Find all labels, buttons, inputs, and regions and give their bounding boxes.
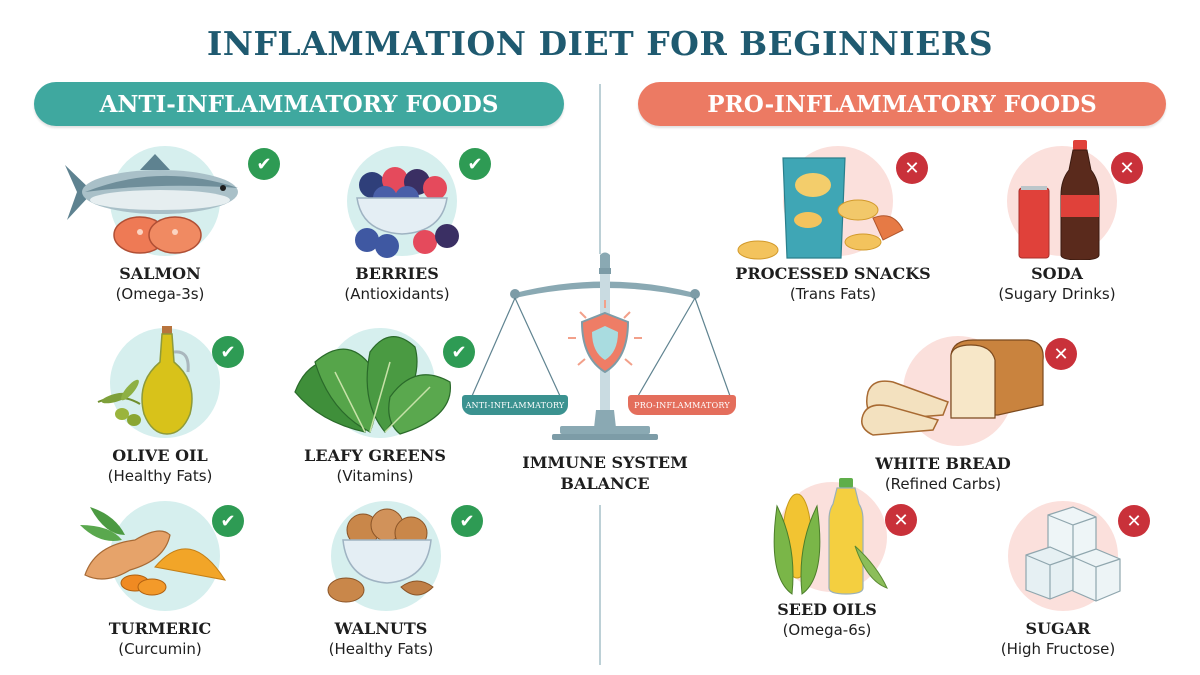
- food-item-olive-oil: ✔ OLIVE OIL (Healthy Fats): [55, 322, 265, 485]
- food-benefit: (Antioxidants): [344, 285, 450, 303]
- food-name: BERRIES: [355, 264, 439, 283]
- food-name: SEED OILS: [777, 600, 877, 619]
- food-name: SUGAR: [1025, 619, 1091, 638]
- check-icon: ✔: [212, 505, 244, 537]
- food-benefit: (Omega-6s): [782, 621, 872, 639]
- food-benefit: (Curcumin): [118, 640, 202, 658]
- food-item-soda: ✕ SODA (Sugary Drinks): [952, 140, 1162, 303]
- food-name: PROCESSED SNACKS: [735, 264, 931, 283]
- food-benefit: (Trans Fats): [789, 285, 877, 303]
- cross-icon: ✕: [1111, 152, 1143, 184]
- food-benefit: (Omega-3s): [115, 285, 205, 303]
- anti-inflammatory-banner: ANTI-INFLAMMATORY FOODS: [34, 82, 564, 126]
- cross-icon: ✕: [896, 152, 928, 184]
- walnuts-icon: [327, 508, 434, 603]
- seed-oils-icon: [773, 478, 888, 595]
- food-name: SODA: [1031, 264, 1083, 283]
- food-benefit: (Healthy Fats): [328, 640, 434, 658]
- anti-banner-label: ANTI-INFLAMMATORY FOODS: [99, 90, 499, 118]
- divider-top: [599, 84, 601, 254]
- food-name: WHITE BREAD: [875, 454, 1011, 473]
- pro-banner-label: PRO-INFLAMMATORY FOODS: [707, 90, 1097, 118]
- turmeric-icon: [80, 507, 227, 596]
- sugar-cubes-icon: [1025, 506, 1121, 602]
- food-item-turmeric: ✔ TURMERIC (Curcumin): [55, 495, 265, 658]
- soda-icon: [1018, 140, 1100, 260]
- food-name: SALMON: [119, 264, 201, 283]
- balance-scale-shield-icon: [471, 252, 731, 440]
- bread-icon: [861, 339, 1044, 436]
- check-icon: ✔: [451, 505, 483, 537]
- immune-balance-caption: IMMUNE SYSTEM BALANCE: [460, 452, 750, 494]
- immune-balance-scale: ANTI-INFLAMMATORY PRO-INFLAMMATORY IMMUN…: [460, 250, 750, 500]
- food-benefit: (Vitamins): [336, 467, 414, 485]
- chips-icon: [737, 157, 904, 260]
- check-icon: ✔: [212, 336, 244, 368]
- page-title: INFLAMMATION DIET FOR BEGINNIERS: [206, 24, 994, 63]
- food-name: LEAFY GREENS: [304, 446, 446, 465]
- food-name: WALNUTS: [334, 619, 428, 638]
- check-icon: ✔: [248, 148, 280, 180]
- food-benefit: (Sugary Drinks): [998, 285, 1116, 303]
- caption-line-1: IMMUNE SYSTEM: [522, 453, 688, 472]
- pro-inflammatory-banner: PRO-INFLAMMATORY FOODS: [638, 82, 1166, 126]
- berries-icon: [355, 167, 459, 258]
- food-item-salmon: ✔ SALMON (Omega-3s): [55, 140, 280, 303]
- cross-icon: ✕: [1118, 505, 1150, 537]
- cross-icon: ✕: [1045, 338, 1077, 370]
- food-item-walnuts: ✔ WALNUTS (Healthy Fats): [276, 495, 486, 658]
- divider-bottom: [599, 505, 601, 665]
- leafy-greens-icon: [294, 336, 451, 435]
- cross-icon: ✕: [885, 504, 917, 536]
- food-benefit: (Refined Carbs): [884, 475, 1002, 493]
- right-pan-label: PRO-INFLAMMATORY: [628, 395, 736, 415]
- food-item-berries: ✔ BERRIES (Antioxidants): [292, 140, 502, 303]
- food-name: OLIVE OIL: [112, 446, 208, 465]
- food-item-sugar: ✕ SUGAR (High Fructose): [953, 495, 1163, 658]
- check-icon: ✔: [459, 148, 491, 180]
- salmon-icon: [65, 154, 238, 254]
- food-benefit: (Healthy Fats): [107, 467, 213, 485]
- food-name: TURMERIC: [108, 619, 212, 638]
- food-item-seed-oils: ✕ SEED OILS (Omega-6s): [722, 476, 932, 639]
- food-benefit: (High Fructose): [1000, 640, 1116, 658]
- left-pan-label: ANTI-INFLAMMATORY: [462, 395, 568, 415]
- food-item-processed-snacks: ✕ PROCESSED SNACKS (Trans Fats): [728, 140, 938, 303]
- food-item-white-bread: ✕ WHITE BREAD (Refined Carbs): [838, 330, 1077, 493]
- olive-oil-icon: [97, 326, 193, 435]
- check-icon: ✔: [443, 336, 475, 368]
- food-item-leafy-greens: ✔ LEAFY GREENS (Vitamins): [270, 322, 480, 485]
- caption-line-2: BALANCE: [560, 474, 650, 493]
